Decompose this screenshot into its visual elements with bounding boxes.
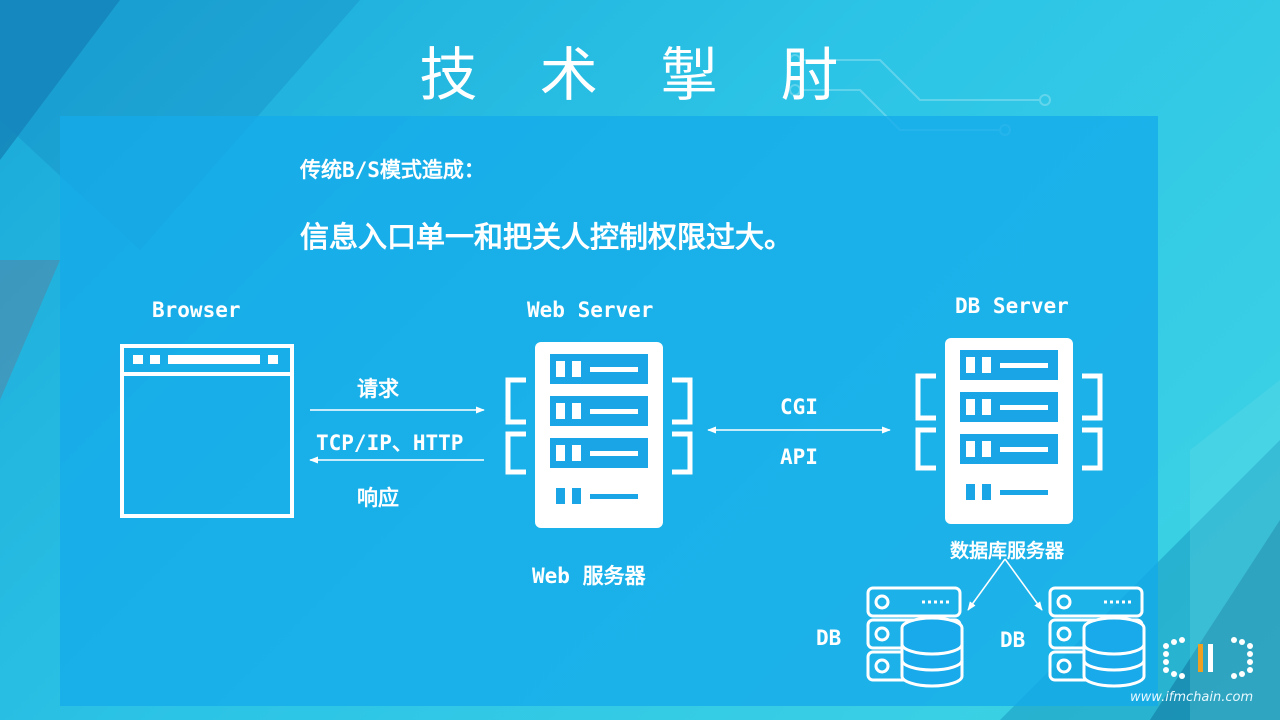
subtitle-text: 传统B/S模式造成： [300,158,485,182]
db-left-arrow [967,558,1006,611]
database-icon [866,586,964,688]
web-server-icon [505,342,693,528]
browser-window-icon [120,344,294,518]
db-right-label: DB [1000,628,1026,652]
database-icon [1048,586,1146,688]
request-label: 请求 [357,377,399,401]
db-server-icon [915,338,1103,524]
web-server-label: Web Server [527,298,654,322]
architecture-diagram [120,338,1146,688]
cgi-label: CGI [780,395,818,419]
protocol-label: TCP/IP、HTTP [316,431,464,455]
footer-url: www.ifmchain.com [1130,690,1254,705]
db-service-caption: 数据库服务器 [950,540,1065,562]
db-right-arrow [1004,558,1043,611]
web-service-caption: Web 服务器 [532,564,646,588]
api-label: API [780,445,818,469]
slide-title: 技 术 掣 肘 [419,41,861,109]
db-server-label: DB Server [955,294,1069,318]
browser-label: Browser [152,298,241,322]
content-panel: 传统B/S模式造成： 信息入口单一和把关人控制权限过大。 Browser Web… [60,116,1158,706]
headline-text: 信息入口单一和把关人控制权限过大。 [300,220,794,254]
db-left-label: DB [816,626,842,650]
ifm-logo-icon [1163,637,1253,679]
response-label: 响应 [357,486,399,510]
